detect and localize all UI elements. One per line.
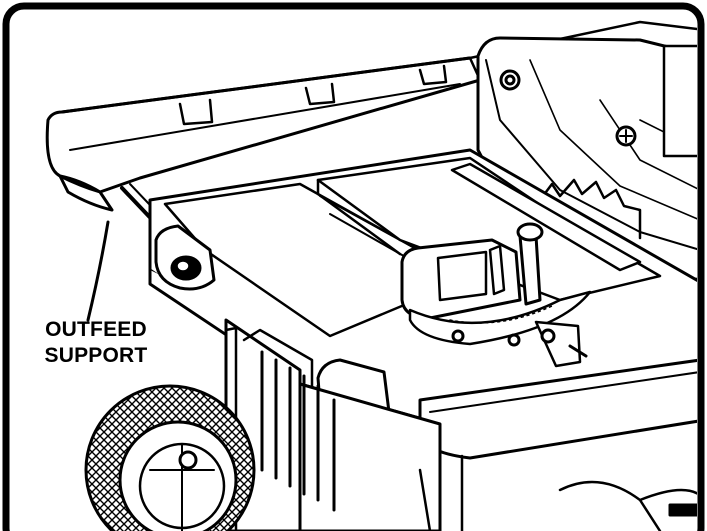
callout-line-2: SUPPORT [44,344,148,367]
miter-gauge [400,222,592,368]
left-bracket [154,224,216,291]
outfeed-support [45,56,482,230]
callout-line-1: OUTFEED [45,318,147,341]
wheel [84,384,256,531]
callout-leader-line [86,220,110,322]
outfeed-support-label: OUTFEED SUPPORT [26,317,166,369]
